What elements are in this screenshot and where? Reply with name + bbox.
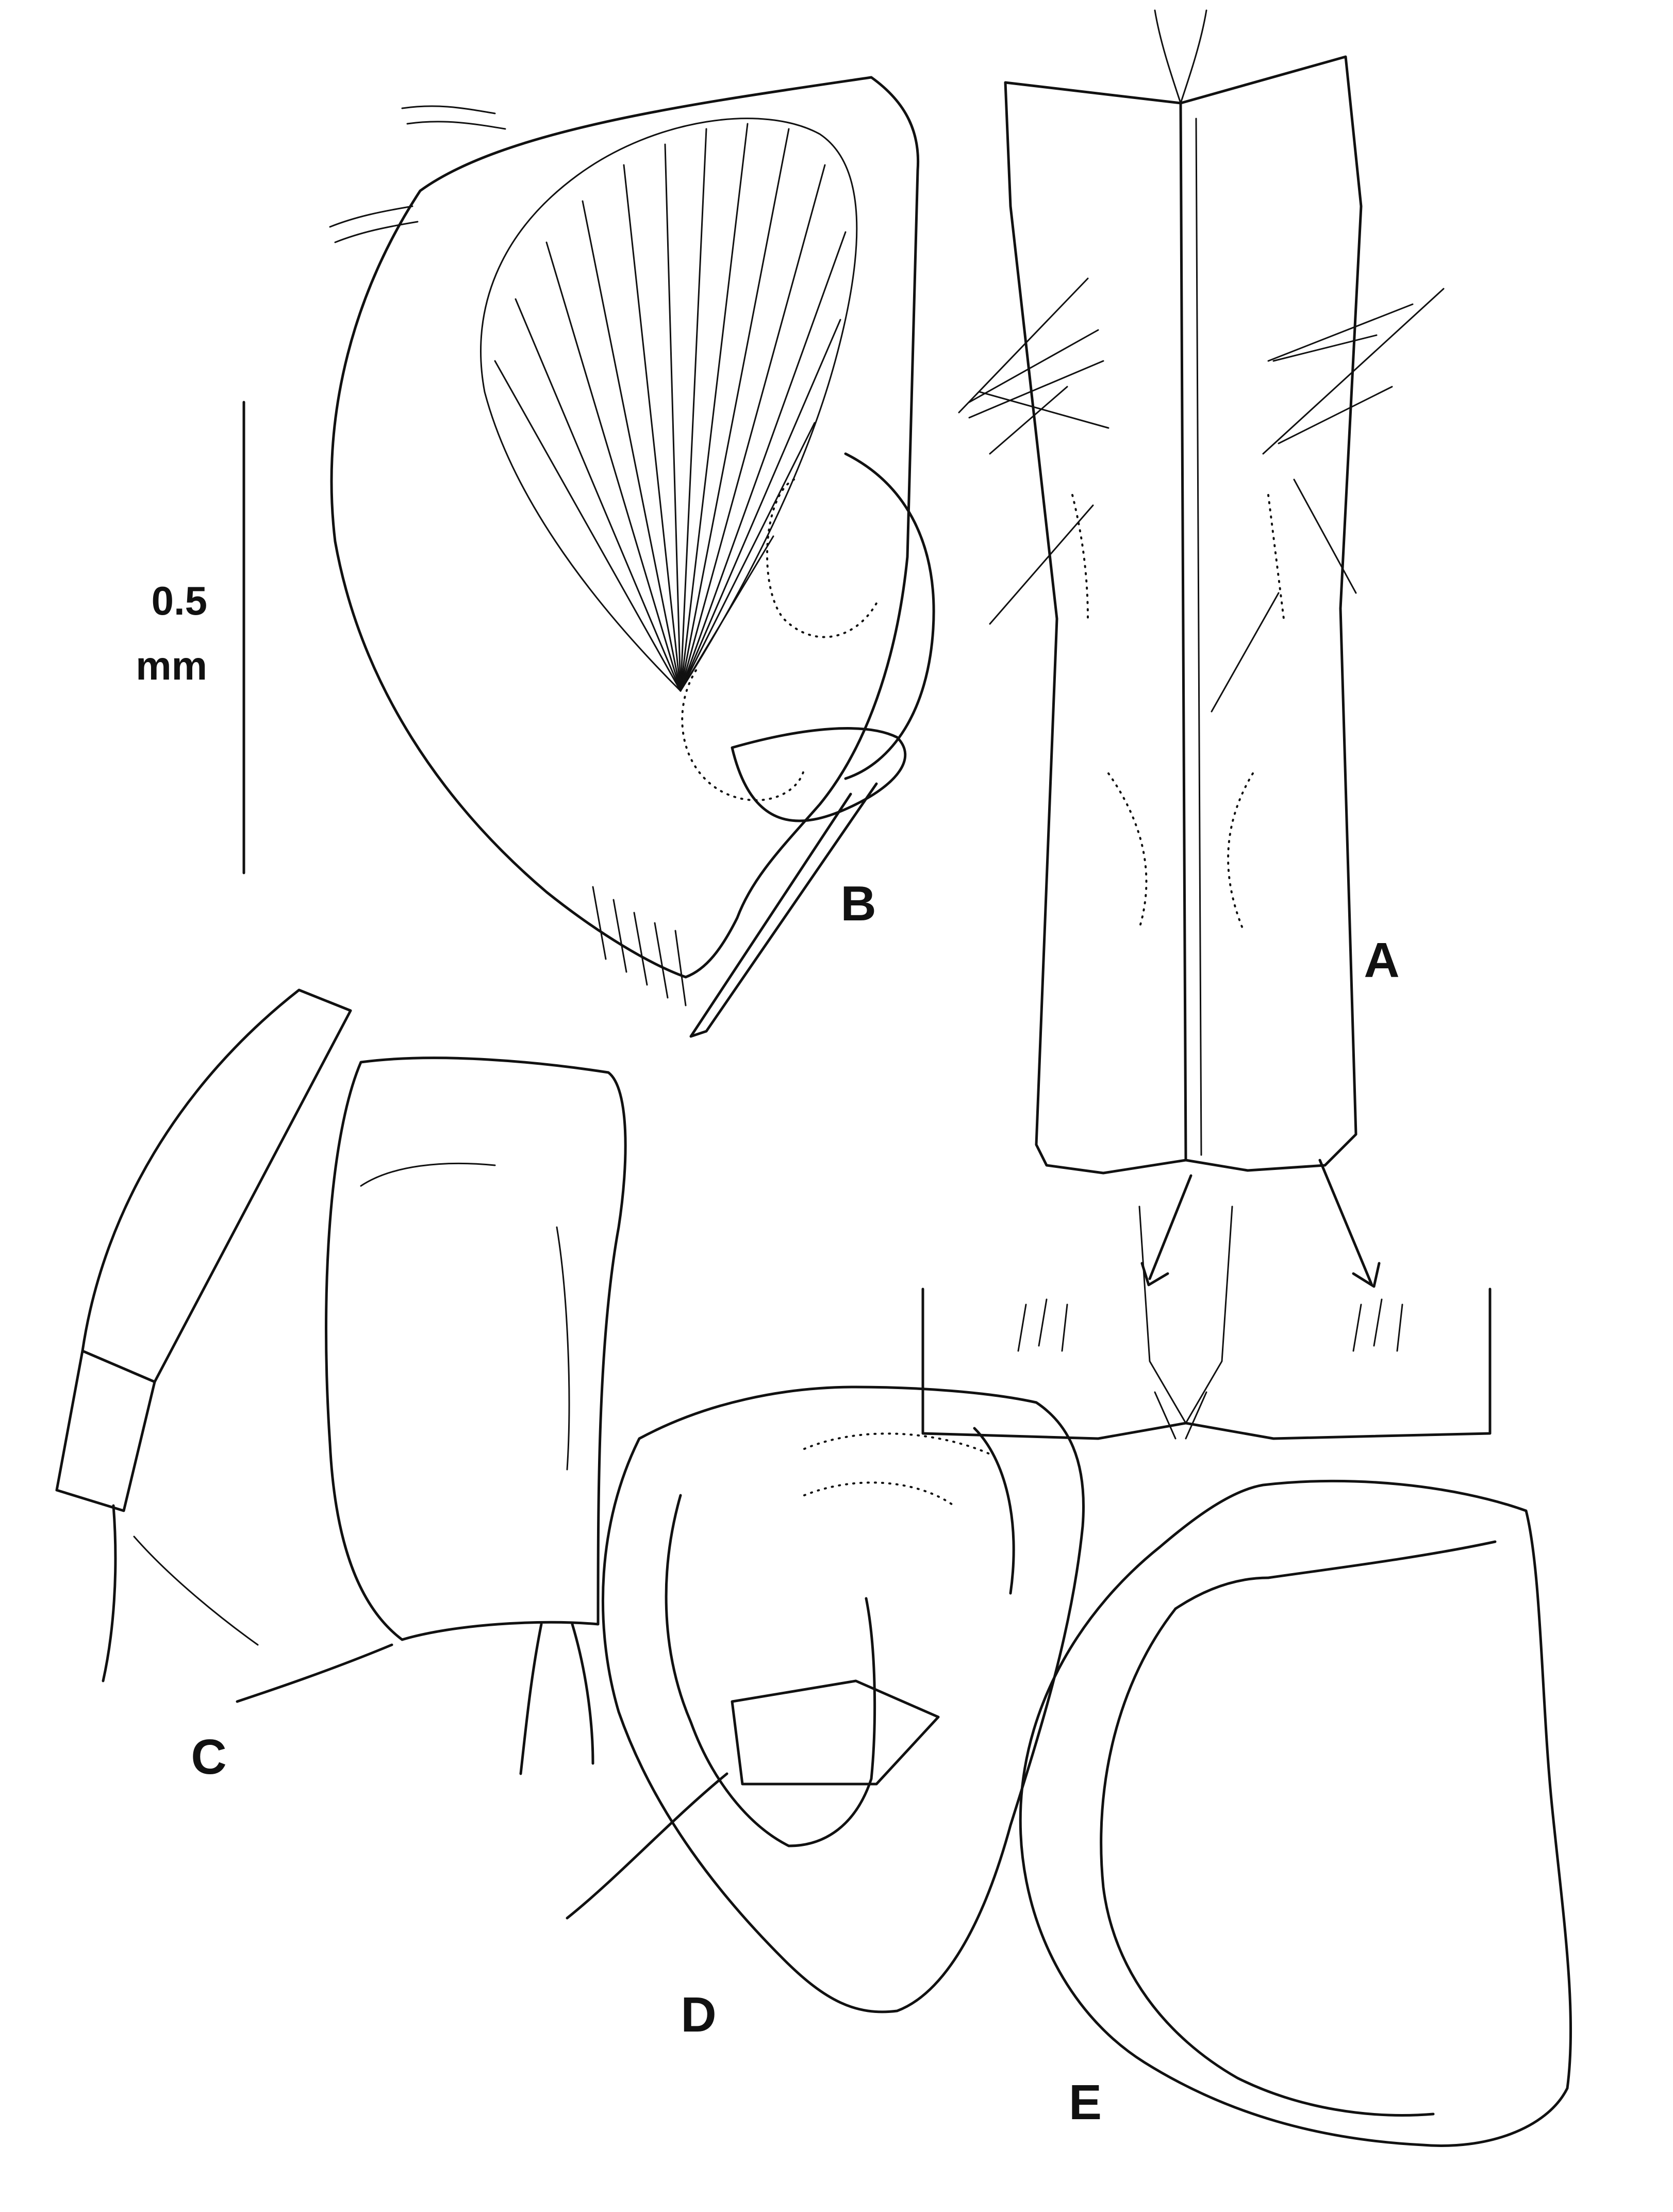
panel-d-seta xyxy=(566,1772,728,1920)
panel-e-drawing: E xyxy=(1019,1479,1572,2148)
panel-d-inner-lobe xyxy=(665,1494,876,1847)
panel-b-outline xyxy=(330,76,920,979)
panel-a-top-notch xyxy=(1154,9,1207,104)
panel-d-outline xyxy=(601,1385,1085,2013)
panel-a-outline xyxy=(1004,55,1363,1175)
panel-a-midline-inner xyxy=(1195,118,1202,1156)
panel-e-inner-top xyxy=(1267,1540,1497,1579)
panel-d-segment xyxy=(731,1679,940,1786)
panel-b-spine xyxy=(689,782,878,1038)
scale-bar-value: 0.5 xyxy=(152,578,207,623)
panel-label-e: E xyxy=(1069,2075,1102,2130)
panel-b-basal-lobe xyxy=(731,727,907,822)
scale-bar: 0.5 mm xyxy=(136,401,245,874)
panel-d-drawing: D xyxy=(566,1385,1085,2042)
panel-b-dotted-muscle-2 xyxy=(681,669,805,801)
panel-b-setae-bottom xyxy=(592,886,687,1006)
panel-c-endopod-distal xyxy=(55,1349,156,1512)
panel-c-inner-line-2 xyxy=(556,1226,570,1471)
panel-c-plumose-setae xyxy=(102,1504,594,1775)
scale-bar-unit: mm xyxy=(136,643,207,688)
panel-c-outline xyxy=(325,1057,627,1641)
panel-label-a: A xyxy=(1364,933,1399,988)
panel-c-endopod xyxy=(81,988,352,1383)
panel-a-arrow-right-head xyxy=(1352,1262,1381,1288)
panel-b-dotted-muscle-1 xyxy=(766,478,877,638)
panel-b-fan xyxy=(480,118,858,692)
panel-b-setae-top xyxy=(329,105,506,243)
panel-d-dotted-1 xyxy=(803,1432,991,1455)
panel-a-midline xyxy=(1179,102,1187,1162)
panel-b-inner-lobe xyxy=(844,452,935,780)
panel-a-setae xyxy=(958,277,1445,713)
panel-e-outline xyxy=(1019,1479,1572,2148)
panel-c-inner-line xyxy=(360,1162,496,1187)
panel-a-drawing: A xyxy=(921,9,1492,1440)
panel-a-detail-setae xyxy=(1017,1298,1403,1440)
panel-e-inner-join xyxy=(1174,1576,1270,1610)
panel-b-fan-rays xyxy=(494,123,847,692)
panel-label-d: D xyxy=(681,1987,716,2042)
panel-a-arrow-left-shaft xyxy=(1148,1174,1192,1280)
panel-d-inner-curve xyxy=(973,1427,1015,1595)
panel-a-dotted-4 xyxy=(1227,772,1254,929)
panel-label-c: C xyxy=(191,1729,226,1785)
panel-d-dotted-2 xyxy=(803,1481,955,1507)
panel-label-b: B xyxy=(840,876,876,931)
panel-a-arrow-right-shaft xyxy=(1318,1159,1373,1285)
panel-a-detail-midline xyxy=(1138,1206,1233,1424)
panel-c-drawing: C xyxy=(55,988,627,1785)
panel-a-dotted-1 xyxy=(1071,494,1089,620)
panel-b-drawing: B xyxy=(329,76,935,1038)
panel-e-inner-left xyxy=(1100,1607,1435,2117)
panel-a-dotted-2 xyxy=(1267,494,1285,620)
